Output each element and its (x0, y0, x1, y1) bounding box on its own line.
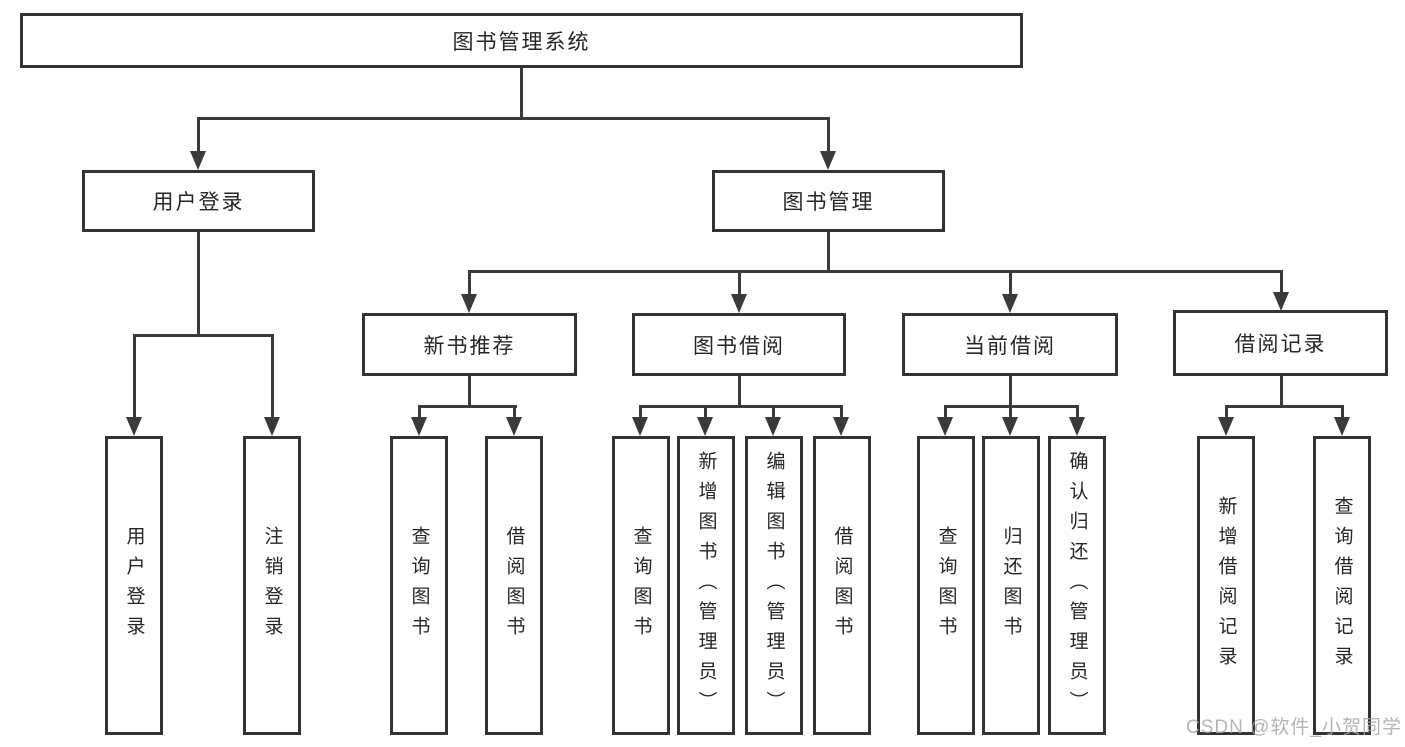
arrowhead-current-borrow (1002, 294, 1018, 313)
leaf-query-book-recommend: 查询图书 (390, 436, 448, 735)
csdn-watermark: CSDN @软件_小贺同学 (1186, 717, 1402, 738)
node-user-login: 用户登录 (82, 170, 315, 232)
connector-book-management-split (468, 270, 1283, 273)
arrowhead-leaf-edit-book (765, 417, 781, 436)
connector-to-borrow-record (1280, 270, 1283, 296)
connector-to-leaf-add-book (704, 405, 707, 419)
connector-to-leaf-logout (271, 334, 274, 418)
node-user-login-label: 用户登录 (152, 191, 245, 214)
leaf-borrow-book: 借阅图书 (813, 436, 871, 735)
connector-root-stem (520, 68, 523, 120)
connector-to-leaf-query-current (944, 405, 947, 419)
arrowhead-leaf-add-book (697, 417, 713, 436)
leaf-query-borrow-record-label: 查询借阅记录 (1331, 495, 1353, 676)
connector-book-management-stem (827, 232, 830, 273)
node-book-borrow-label: 图书借阅 (693, 334, 785, 358)
leaf-user-login-label: 用户登录 (123, 525, 145, 646)
connector-root-split (197, 117, 830, 120)
connector-new-book-stem (468, 376, 471, 408)
leaf-borrow-book-label: 借阅图书 (831, 525, 853, 646)
arrowhead-leaf-add-record (1218, 417, 1234, 436)
arrowhead-leaf-borrow-recommend (506, 417, 522, 436)
node-book-borrow: 图书借阅 (632, 313, 846, 376)
connector-to-new-book-recommend (468, 270, 471, 296)
connector-to-leaf-query-record (1341, 405, 1344, 419)
node-book-management: 图书管理 (712, 170, 945, 232)
arrowhead-leaf-logout (264, 417, 280, 436)
leaf-edit-book-admin-label: 编辑图书（管理员） (763, 450, 785, 721)
arrowhead-book-management (820, 151, 836, 170)
arrowhead-new-book-recommend (461, 294, 477, 313)
leaf-query-book-borrow-label: 查询图书 (630, 525, 652, 646)
connector-borrow-record-stem (1280, 376, 1283, 408)
arrowhead-leaf-query-borrow (632, 417, 648, 436)
leaf-edit-book-admin: 编辑图书（管理员） (745, 436, 803, 735)
connector-to-leaf-user-login (133, 334, 136, 418)
leaf-add-borrow-record-label: 新增借阅记录 (1215, 495, 1237, 676)
leaf-return-book-label: 归还图书 (1000, 525, 1022, 646)
leaf-query-book-recommend-label: 查询图书 (408, 525, 430, 646)
leaf-confirm-return-admin: 确认归还（管理员） (1048, 436, 1106, 735)
arrowhead-leaf-query-recommend (411, 417, 427, 436)
leaf-query-book-borrow: 查询图书 (612, 436, 670, 735)
leaf-add-book-admin: 新增图书（管理员） (677, 436, 735, 735)
connector-to-leaf-add-record (1225, 405, 1228, 419)
leaf-user-login: 用户登录 (105, 436, 163, 735)
leaf-logout-label: 注销登录 (261, 525, 283, 646)
leaf-add-book-admin-label: 新增图书（管理员） (695, 450, 717, 721)
connector-to-book-management (827, 117, 830, 153)
arrowhead-borrow-record (1273, 292, 1289, 311)
leaf-borrow-book-recommend-label: 借阅图书 (503, 525, 525, 646)
connector-book-borrow-split (639, 405, 842, 408)
node-root: 图书管理系统 (20, 13, 1023, 68)
leaf-return-book: 归还图书 (982, 436, 1040, 735)
connector-to-leaf-query-borrow (639, 405, 642, 419)
node-current-borrow: 当前借阅 (902, 313, 1118, 376)
node-book-management-label: 图书管理 (782, 191, 875, 214)
arrowhead-leaf-user-login (126, 417, 142, 436)
connector-borrow-record-split (1225, 405, 1343, 408)
connector-to-current-borrow (1009, 270, 1012, 296)
leaf-borrow-book-recommend: 借阅图书 (485, 436, 543, 735)
arrowhead-leaf-query-record (1334, 417, 1350, 436)
connector-to-leaf-borrow-recommend (513, 405, 516, 419)
connector-to-leaf-borrow-book (840, 405, 843, 419)
arrowhead-user-login (190, 151, 206, 170)
connector-current-borrow-stem (1009, 376, 1012, 408)
arrowhead-leaf-confirm-return (1069, 417, 1085, 436)
connector-to-user-login (197, 117, 200, 153)
connector-to-leaf-edit-book (772, 405, 775, 419)
connector-book-borrow-stem (738, 376, 741, 408)
node-new-book-recommend: 新书推荐 (362, 313, 577, 376)
connector-to-leaf-return-book (1009, 405, 1012, 419)
arrowhead-leaf-borrow-book (833, 417, 849, 436)
leaf-query-borrow-record: 查询借阅记录 (1313, 436, 1371, 735)
leaf-add-borrow-record: 新增借阅记录 (1197, 436, 1255, 735)
node-current-borrow-label: 当前借阅 (964, 334, 1056, 358)
node-borrow-record: 借阅记录 (1173, 310, 1388, 376)
arrowhead-leaf-return-book (1002, 417, 1018, 436)
leaf-confirm-return-admin-label: 确认归还（管理员） (1066, 450, 1088, 721)
node-root-label: 图书管理系统 (452, 30, 591, 54)
connector-user-login-stem (197, 232, 200, 336)
node-borrow-record-label: 借阅记录 (1234, 333, 1327, 356)
arrowhead-leaf-query-current (937, 417, 953, 436)
connector-to-leaf-query-recommend (418, 405, 421, 419)
arrowhead-book-borrow (731, 294, 747, 313)
leaf-query-book-current-label: 查询图书 (935, 525, 957, 646)
connector-to-book-borrow (738, 270, 741, 296)
connector-new-book-split (418, 405, 517, 408)
node-new-book-recommend-label: 新书推荐 (423, 334, 516, 358)
connector-to-leaf-confirm-return (1076, 405, 1079, 419)
leaf-logout: 注销登录 (243, 436, 301, 735)
leaf-query-book-current: 查询图书 (917, 436, 975, 735)
connector-user-login-split (133, 334, 274, 337)
